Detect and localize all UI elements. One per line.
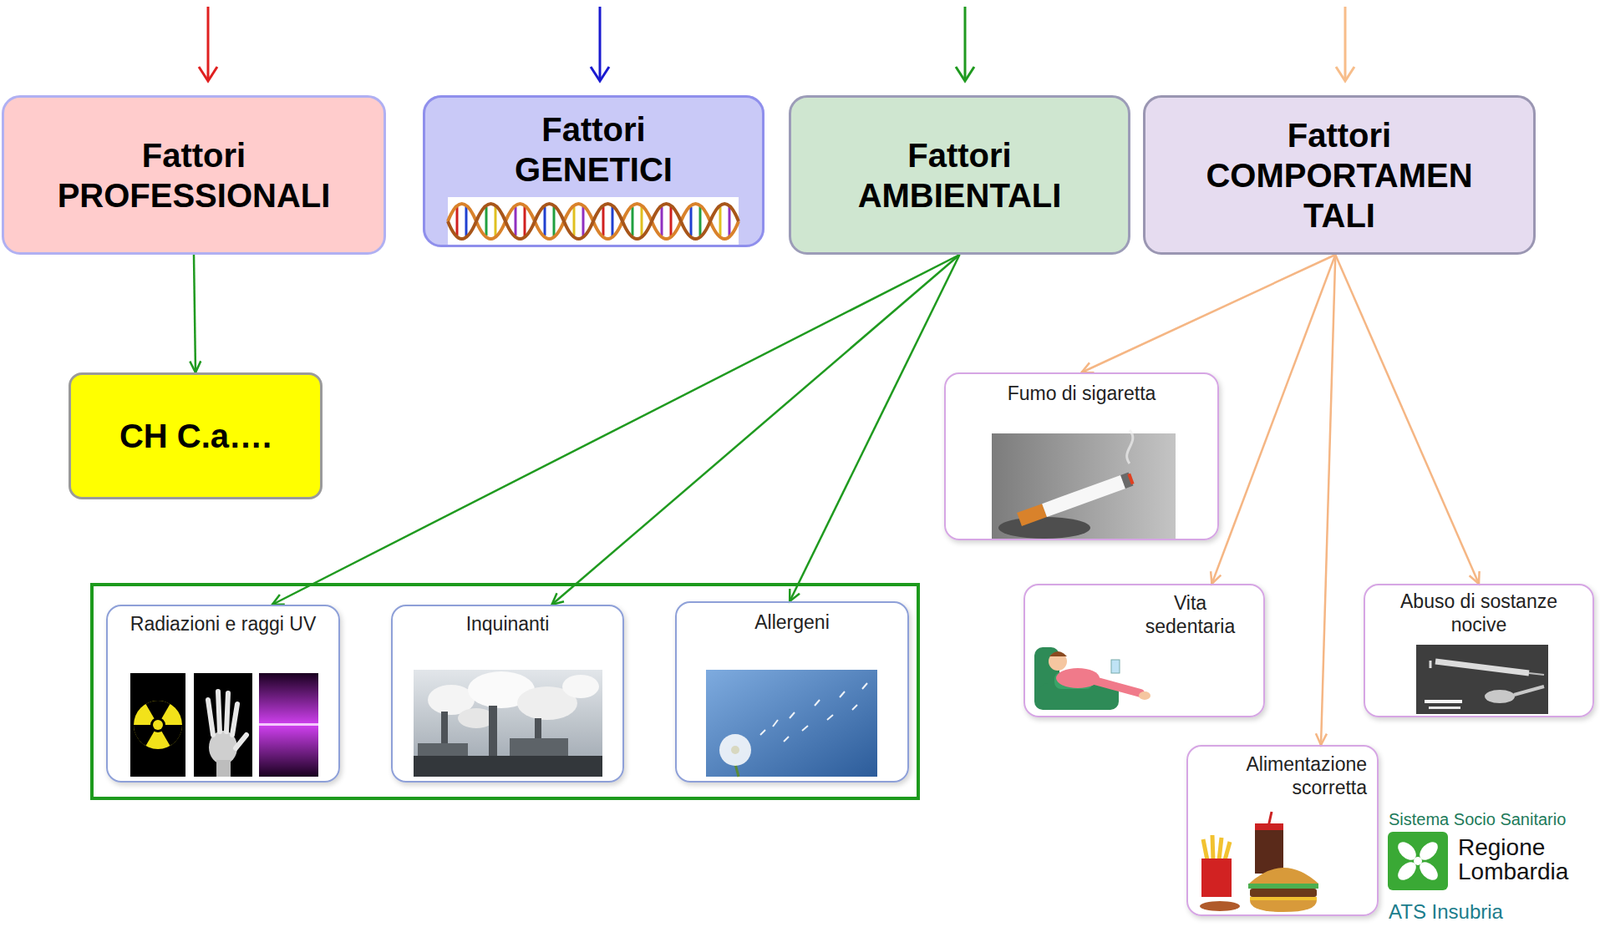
box-title: Fattori PROFESSIONALI	[35, 135, 353, 216]
pollution-picture	[413, 670, 603, 778]
food-picture	[1199, 812, 1319, 913]
factor-card: Allergeni	[675, 601, 910, 783]
factor-box: Fattori PROFESSIONALI	[1, 95, 387, 255]
sedentary-picture	[1034, 647, 1151, 711]
incoming-arrows	[198, 6, 1355, 82]
factor-card: Abuso di sostanze nocive	[1363, 584, 1595, 718]
note-box: CH C.a….	[68, 372, 323, 500]
allergen-picture	[706, 670, 878, 778]
group-frame	[91, 584, 919, 799]
box-title: Fattori COMPORTAMEN TALI	[1188, 115, 1490, 236]
connector-arrow	[1210, 254, 1336, 585]
factor-card: Inquinanti	[391, 604, 625, 783]
connector-arrow	[789, 254, 960, 602]
factor-box: Fattori COMPORTAMEN TALI	[1142, 95, 1536, 255]
factor-card: Radiazioni e raggi UV	[106, 604, 341, 783]
connector-arrow	[189, 254, 201, 373]
box-title: CH C.a….	[119, 416, 272, 457]
substance-picture	[1416, 645, 1549, 715]
connector-arrow	[1315, 254, 1336, 746]
dna-illustration	[422, 95, 765, 248]
card-title: Vita sedentaria	[1136, 592, 1245, 639]
factor-card: Fumo di sigaretta	[944, 372, 1220, 541]
connector-arrow	[272, 254, 960, 605]
card-title: Alimentazione scorretta	[1224, 753, 1367, 800]
factor-card: Vita sedentaria	[1023, 584, 1265, 718]
box-title: Fattori GENETICI	[477, 109, 712, 190]
radiation-picture	[130, 673, 186, 778]
xray-picture	[193, 673, 253, 778]
connector-arrow	[552, 254, 960, 605]
logo-text: Regione Lombardia	[1457, 835, 1596, 885]
logo-text: Sistema Socio Sanitario	[1388, 810, 1566, 830]
card-title: Inquinanti	[466, 613, 550, 637]
uv-picture	[259, 673, 319, 778]
box-title: Fattori AMBIENTALI	[834, 135, 1086, 216]
logo-mark	[1387, 832, 1448, 891]
factor-card: Alimentazione scorretta	[1186, 745, 1379, 917]
card-title: Abuso di sostanze nocive	[1389, 590, 1570, 637]
card-title: Radiazioni e raggi UV	[130, 613, 316, 637]
factor-box: Fattori AMBIENTALI	[788, 95, 1131, 255]
cigarette-picture	[991, 430, 1176, 539]
card-title: Allergeni	[754, 611, 830, 635]
connector-arrow	[1335, 254, 1479, 585]
logo-text: ATS Insubria	[1388, 900, 1504, 925]
card-title: Fumo di sigaretta	[1007, 382, 1157, 407]
factor-box: Fattori GENETICI	[422, 95, 765, 248]
